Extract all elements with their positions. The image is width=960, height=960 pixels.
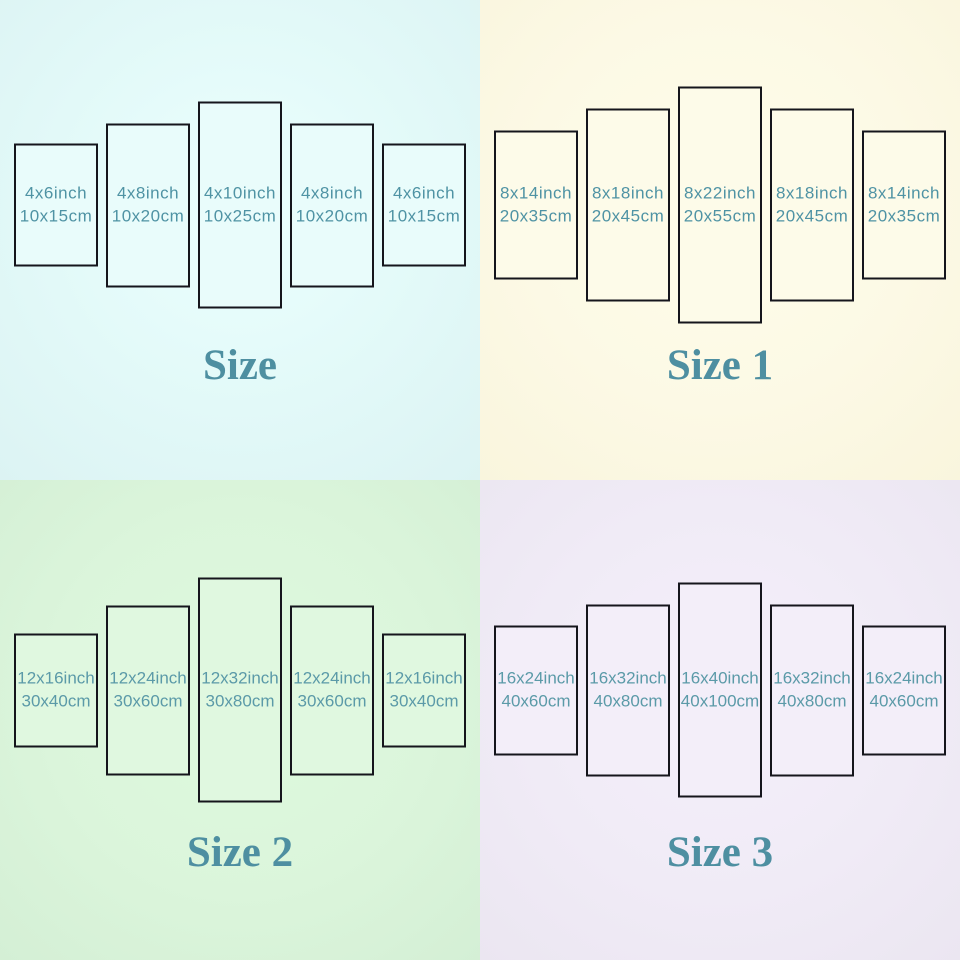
panel-size-label: 16x24inch 40x60cm — [497, 668, 575, 713]
quadrant-size-3: 16x24inch 40x60cm 16x32inch 40x80cm 16x4… — [480, 480, 960, 960]
canvas-panel: 16x32inch 40x80cm — [586, 604, 670, 776]
canvas-panel: 4x8inch 10x20cm — [106, 123, 190, 287]
panel-size-cm: 40x100cm — [680, 691, 760, 710]
panel-size-label: 8x14inch 20x35cm — [868, 183, 940, 228]
panel-size-label: 4x8inch 10x20cm — [112, 183, 184, 228]
canvas-panel: 8x14inch 20x35cm — [494, 130, 578, 280]
panel-size-inches: 16x32inch — [589, 668, 667, 688]
canvas-panel: 4x10inch 10x25cm — [198, 101, 282, 309]
panel-size-label: 12x24inch 30x60cm — [109, 668, 187, 713]
canvas-panel: 16x40inch 40x100cm — [678, 582, 762, 798]
panel-size-cm: 20x55cm — [683, 206, 757, 225]
quadrant-size: 4x6inch 10x15cm 4x8inch 10x20cm 4x10inch… — [0, 0, 480, 480]
canvas-panel: 12x32inch 30x80cm — [198, 577, 282, 803]
canvas-panel: 12x16inch 30x40cm — [382, 633, 466, 747]
canvas-panel: 16x24inch 40x60cm — [494, 625, 578, 755]
panel-size-cm: 10x15cm — [387, 206, 461, 225]
canvas-panel: 8x22inch 20x55cm — [678, 86, 762, 324]
panel-size-label: 16x40inch 40x100cm — [681, 668, 759, 713]
canvas-panel: 8x18inch 20x45cm — [770, 108, 854, 302]
panel-row: 16x24inch 40x60cm 16x32inch 40x80cm 16x4… — [494, 582, 946, 798]
panel-size-cm: 30x60cm — [113, 691, 183, 710]
panel-size-label: 4x10inch 10x25cm — [204, 183, 276, 228]
quadrant-size-1: 8x14inch 20x35cm 8x18inch 20x45cm 8x22in… — [480, 0, 960, 480]
panel-size-label: 8x14inch 20x35cm — [500, 183, 572, 228]
panel-row: 4x6inch 10x15cm 4x8inch 10x20cm 4x10inch… — [14, 101, 466, 309]
panel-size-inches: 12x16inch — [17, 668, 95, 688]
panel-size-cm: 30x60cm — [297, 691, 367, 710]
panel-size-label: 12x24inch 30x60cm — [293, 668, 371, 713]
canvas-panel: 4x8inch 10x20cm — [290, 123, 374, 287]
panel-size-inches: 4x8inch — [116, 183, 180, 203]
canvas-panel: 4x6inch 10x15cm — [382, 143, 466, 267]
quadrant-title: Size 3 — [666, 829, 774, 876]
panel-row: 8x14inch 20x35cm 8x18inch 20x45cm 8x22in… — [494, 86, 946, 324]
panel-size-label: 8x18inch 20x45cm — [592, 183, 664, 228]
panel-size-inches: 16x24inch — [865, 668, 943, 688]
canvas-panel: 8x14inch 20x35cm — [862, 130, 946, 280]
panel-size-cm: 20x35cm — [499, 206, 573, 225]
canvas-panel: 12x24inch 30x60cm — [290, 605, 374, 775]
canvas-panel: 16x32inch 40x80cm — [770, 604, 854, 776]
panel-size-inches: 4x6inch — [392, 183, 456, 203]
panel-size-label: 12x16inch 30x40cm — [385, 668, 463, 713]
panel-size-cm: 10x20cm — [295, 206, 369, 225]
panel-size-inches: 8x18inch — [775, 183, 849, 203]
quadrant-size-2: 12x16inch 30x40cm 12x24inch 30x60cm 12x3… — [0, 480, 480, 960]
panel-size-label: 4x8inch 10x20cm — [296, 183, 368, 228]
panel-size-inches: 16x32inch — [773, 668, 851, 688]
panel-row: 12x16inch 30x40cm 12x24inch 30x60cm 12x3… — [14, 577, 466, 803]
panel-size-cm: 30x40cm — [21, 691, 91, 710]
panel-size-inches: 16x40inch — [681, 668, 759, 688]
panel-size-inches: 8x14inch — [867, 183, 941, 203]
panel-size-label: 8x18inch 20x45cm — [776, 183, 848, 228]
canvas-panel: 8x18inch 20x45cm — [586, 108, 670, 302]
panel-size-inches: 12x24inch — [293, 668, 371, 688]
panel-size-label: 4x6inch 10x15cm — [20, 183, 92, 228]
panel-size-inches: 12x32inch — [201, 668, 279, 688]
panel-size-inches: 4x8inch — [300, 183, 364, 203]
panel-size-cm: 40x60cm — [869, 691, 939, 710]
panel-size-label: 16x32inch 40x80cm — [589, 668, 667, 713]
panel-size-label: 16x32inch 40x80cm — [773, 668, 851, 713]
canvas-panel: 4x6inch 10x15cm — [14, 143, 98, 267]
panel-size-inches: 8x14inch — [499, 183, 573, 203]
panel-size-cm: 10x15cm — [19, 206, 93, 225]
canvas-panel: 16x24inch 40x60cm — [862, 625, 946, 755]
panel-size-cm: 20x35cm — [867, 206, 941, 225]
panel-size-label: 16x24inch 40x60cm — [865, 668, 943, 713]
panel-size-label: 12x16inch 30x40cm — [17, 668, 95, 713]
panel-size-cm: 10x20cm — [111, 206, 185, 225]
panel-size-cm: 40x60cm — [501, 691, 571, 710]
panel-size-inches: 12x24inch — [109, 668, 187, 688]
panel-size-label: 12x32inch 30x80cm — [201, 668, 279, 713]
panel-size-cm: 20x45cm — [775, 206, 849, 225]
panel-size-inches: 4x6inch — [24, 183, 88, 203]
panel-size-inches: 8x22inch — [683, 183, 757, 203]
quadrant-title: Size — [202, 342, 278, 389]
panel-size-inches: 16x24inch — [497, 668, 575, 688]
panel-size-cm: 40x80cm — [593, 691, 663, 710]
panel-size-cm: 20x45cm — [591, 206, 665, 225]
panel-size-cm: 10x25cm — [203, 206, 277, 225]
panel-size-cm: 40x80cm — [777, 691, 847, 710]
quadrant-title: Size 2 — [186, 829, 294, 876]
canvas-panel: 12x24inch 30x60cm — [106, 605, 190, 775]
panel-size-inches: 12x16inch — [385, 668, 463, 688]
canvas-panel: 12x16inch 30x40cm — [14, 633, 98, 747]
panel-size-label: 4x6inch 10x15cm — [388, 183, 460, 228]
panel-size-inches: 8x18inch — [591, 183, 665, 203]
panel-size-cm: 30x40cm — [389, 691, 459, 710]
panel-size-label: 8x22inch 20x55cm — [684, 183, 756, 228]
panel-size-inches: 4x10inch — [203, 183, 277, 203]
panel-size-cm: 30x80cm — [205, 691, 275, 710]
quadrant-title: Size 1 — [666, 342, 774, 389]
